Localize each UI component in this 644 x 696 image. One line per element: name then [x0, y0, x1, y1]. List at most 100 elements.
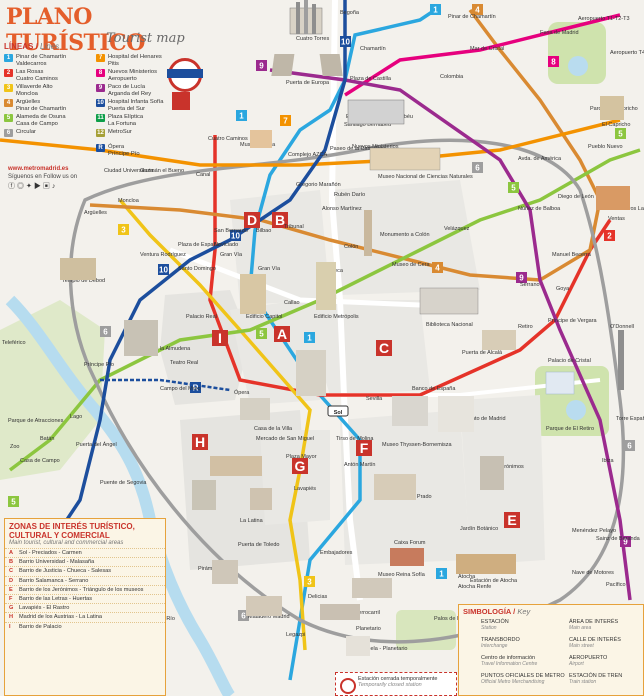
- station-label[interactable]: Pacífico: [606, 582, 626, 588]
- station-label[interactable]: Zoo: [10, 444, 19, 450]
- line-6-circular[interactable]: [68, 138, 626, 644]
- station-label[interactable]: Manuel Becerra: [552, 252, 592, 258]
- station-label[interactable]: Torre España: [616, 416, 644, 422]
- station-label[interactable]: Moncloa: [118, 198, 140, 204]
- station-label[interactable]: Avda. de América: [518, 156, 562, 162]
- line-8[interactable]: [344, 13, 621, 97]
- station-label[interactable]: Antón Martín: [344, 462, 376, 468]
- station-label[interactable]: Pinar de Chamartín: [448, 14, 496, 20]
- station-label[interactable]: Puerta del Ángel: [76, 441, 117, 448]
- station-label[interactable]: Sevilla: [366, 396, 383, 402]
- station-label[interactable]: Biblioteca Nacional: [426, 322, 473, 328]
- station-label[interactable]: Museo Nacional de Ciencias Naturales: [378, 174, 473, 180]
- linkedin-icon[interactable]: ▣: [42, 183, 52, 190]
- station-label[interactable]: Los Jerónimos: [488, 464, 524, 470]
- station-label[interactable]: Palacio Real: [186, 314, 217, 320]
- station-label[interactable]: Mercado de San Miguel: [256, 436, 314, 442]
- station-label[interactable]: Guzmán el Bueno: [140, 168, 184, 174]
- station-label[interactable]: Legazpi: [286, 632, 305, 638]
- twitter-icon[interactable]: ✦: [26, 183, 34, 190]
- station-label[interactable]: Ibiza: [602, 458, 615, 464]
- station-label[interactable]: Plaza de España: [178, 242, 221, 248]
- station-label[interactable]: Nave de Motores: [572, 570, 614, 576]
- station-label[interactable]: Teleférico: [2, 340, 26, 346]
- sol-station-box[interactable]: [327, 405, 349, 417]
- station-label[interactable]: Gran Vía: [258, 266, 281, 272]
- station-label[interactable]: Batán: [40, 436, 54, 442]
- station-label[interactable]: Planetario: [356, 626, 381, 632]
- station-label[interactable]: Aeropuerto T1-T2-T3: [578, 16, 630, 22]
- station-label[interactable]: Museo Reina Sofía: [378, 572, 426, 578]
- station-label[interactable]: Pueblo Nuevo: [588, 144, 623, 150]
- station-label[interactable]: Catedral de la Almudena: [130, 346, 191, 352]
- station-label[interactable]: Estación de Atocha: [470, 578, 518, 584]
- line-1[interactable]: [248, 8, 436, 681]
- station-label[interactable]: Arganzuela - Planetario: [350, 646, 407, 652]
- station-label[interactable]: Mar de Cristal: [470, 46, 504, 52]
- station-label[interactable]: Retiro: [518, 324, 533, 330]
- station-label[interactable]: Paseo de la Castellana: [330, 146, 388, 152]
- station-label[interactable]: Puerta de Toledo: [238, 542, 280, 548]
- station-label[interactable]: Tribunal: [284, 224, 304, 230]
- youtube-icon[interactable]: ▶: [33, 183, 43, 190]
- station-label[interactable]: Bilbao: [256, 228, 271, 234]
- station-label[interactable]: Matadero Madrid: [248, 614, 290, 620]
- station-label[interactable]: Begoña: [340, 10, 360, 16]
- station-label[interactable]: Pirámides: [198, 566, 223, 572]
- line-10[interactable]: [38, 0, 347, 561]
- station-label[interactable]: Chamartín: [360, 46, 386, 52]
- station-label[interactable]: Teatro Real: [170, 360, 198, 366]
- station-label[interactable]: Goya: [556, 286, 570, 292]
- website-url[interactable]: www.metromadrid.es: [8, 166, 69, 172]
- station-label[interactable]: Atocha Renfe: [458, 584, 491, 590]
- station-label[interactable]: O'Donnell: [610, 324, 634, 330]
- line-r-ramal[interactable]: [100, 378, 231, 392]
- station-label[interactable]: El Capricho: [602, 122, 630, 128]
- station-label[interactable]: Callao: [284, 300, 300, 306]
- station-label[interactable]: Complejo AZCA: [288, 152, 327, 158]
- station-label[interactable]: Lavapiés: [294, 486, 316, 492]
- station-label[interactable]: Banco de España: [412, 386, 456, 392]
- station-label[interactable]: Caixa Forum: [394, 540, 426, 546]
- station-label[interactable]: Argüelles: [84, 210, 107, 216]
- station-label[interactable]: Aeropuerto T4: [610, 50, 644, 56]
- station-label[interactable]: Santiago Bernabéu: [344, 122, 391, 128]
- station-label[interactable]: Edificio Metrópolis: [314, 314, 359, 320]
- station-label[interactable]: Canal: [196, 172, 210, 178]
- station-label[interactable]: Puente de Segovia: [100, 480, 147, 486]
- station-label[interactable]: Santo Domingo: [178, 266, 216, 272]
- station-label[interactable]: Colón: [344, 244, 358, 250]
- station-label[interactable]: Atocha: [458, 574, 476, 580]
- station-label[interactable]: Embajadores: [320, 550, 353, 556]
- station-label[interactable]: Parque de Atracciones: [8, 418, 64, 424]
- station-label[interactable]: Príncipe de Vergara: [548, 318, 598, 324]
- station-label[interactable]: Tirso de Molina: [336, 436, 374, 442]
- station-label[interactable]: Parque de El Retiro: [546, 426, 594, 432]
- facebook-icon[interactable]: ⓕ: [8, 183, 17, 190]
- station-label[interactable]: Jardín Botánico: [460, 526, 498, 532]
- station-label[interactable]: Puerta de Europa: [286, 80, 330, 86]
- station-label[interactable]: Delicias: [308, 594, 328, 600]
- station-label[interactable]: Feria de Madrid: [540, 30, 579, 36]
- station-label[interactable]: Casa de Campo: [20, 458, 60, 464]
- station-label[interactable]: Cuatro Caminos: [208, 136, 248, 142]
- tiktok-icon[interactable]: ♪: [51, 183, 58, 190]
- station-label[interactable]: Museo Thyssen-Bornemisza: [382, 442, 453, 448]
- station-label[interactable]: Alonso Martínez: [322, 206, 362, 212]
- instagram-icon[interactable]: ◎: [17, 183, 26, 190]
- station-label[interactable]: Núñez de Balboa: [518, 206, 561, 212]
- station-label[interactable]: Sainz de Baranda: [596, 536, 641, 542]
- station-label[interactable]: Gregorio Marañón: [296, 182, 341, 188]
- station-label[interactable]: Ventas: [608, 216, 625, 222]
- station-label[interactable]: La Latina: [240, 518, 264, 524]
- station-label[interactable]: Menéndez Pelayo: [572, 528, 616, 534]
- station-label[interactable]: Monumento a Colón: [380, 232, 430, 238]
- station-label[interactable]: Templo de Debod: [62, 278, 105, 284]
- line-9[interactable]: [269, 68, 632, 601]
- station-label[interactable]: Gran Vía: [220, 252, 243, 258]
- station-label[interactable]: Noviciado: [214, 242, 238, 248]
- station-label[interactable]: Cuatro Torres: [296, 36, 329, 42]
- station-label[interactable]: Rubén Darío: [334, 192, 365, 198]
- station-label[interactable]: Puerta de Alcalá: [462, 350, 503, 356]
- station-label[interactable]: Palacio de Cristal: [548, 358, 591, 364]
